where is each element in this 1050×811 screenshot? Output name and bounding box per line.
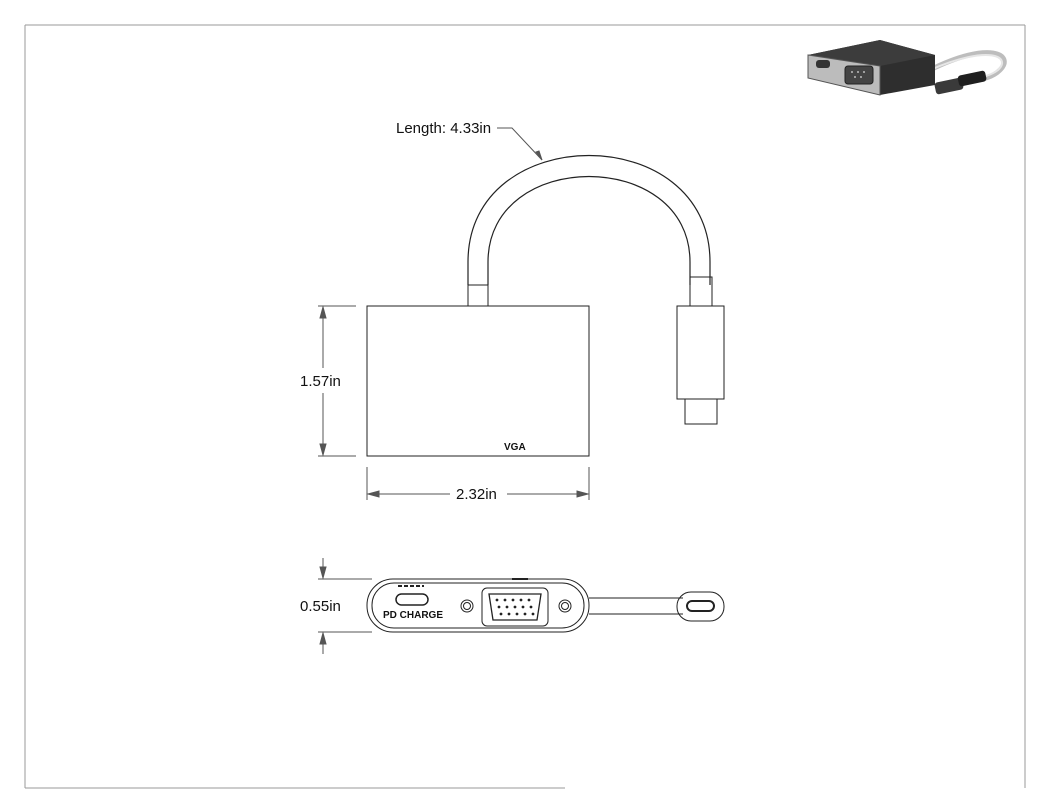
side-body-inner [371, 582, 585, 629]
thickness-dimension [318, 558, 372, 654]
side-view [366, 578, 725, 633]
thickness-label: 0.55in [300, 598, 341, 615]
cable-inner [487, 176, 691, 285]
side-body-outer [366, 578, 590, 633]
usb-c-plug-tip [684, 398, 718, 425]
adapter-body [366, 305, 590, 457]
pd-charge-label: PD CHARGE [383, 610, 443, 621]
right-screw [558, 599, 572, 613]
cable-outer [467, 155, 711, 285]
top-view [366, 155, 725, 457]
height-dimension [318, 305, 356, 457]
vga-port-inner [488, 593, 542, 621]
side-usb-c-opening [686, 600, 715, 612]
left-screw [460, 599, 474, 613]
body-strain-relief [467, 284, 489, 307]
height-label: 1.57in [300, 373, 341, 390]
usb-c-plug-housing [676, 305, 725, 400]
width-dimension [366, 467, 590, 500]
vga-pins [495, 598, 535, 616]
sheet-border [24, 24, 1026, 789]
cable-length-label: Length: 4.33in [396, 120, 491, 137]
side-usb-c-plug [676, 591, 725, 622]
plug-strain-relief [689, 276, 713, 307]
vga-marking: VGA [504, 442, 526, 453]
length-leader [497, 127, 543, 161]
pd-charge-port [395, 593, 429, 606]
width-label: 2.32in [456, 486, 497, 503]
vga-port-outer [481, 587, 549, 627]
product-preview-image [807, 40, 1007, 96]
